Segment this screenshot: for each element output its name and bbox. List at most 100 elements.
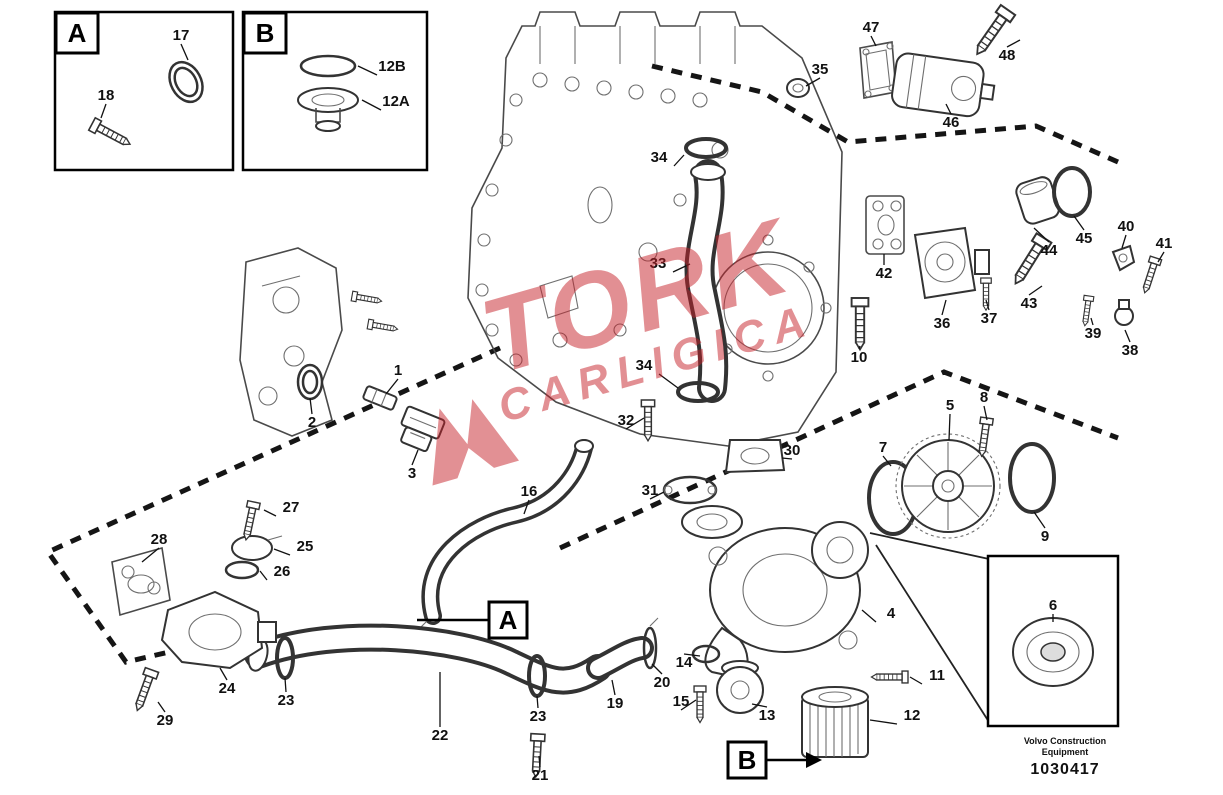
- part-label-34: 34: [651, 149, 668, 166]
- cover-plate-28: [111, 546, 171, 617]
- part-label-31: 31: [642, 482, 659, 499]
- leader-line-part-12B: [357, 65, 378, 76]
- part-label-23: 23: [530, 708, 547, 725]
- part-label-28: 28: [151, 531, 168, 548]
- part-label-42: 42: [876, 265, 893, 282]
- part-label-12A: 12A: [382, 93, 410, 110]
- part-label-33: 33: [650, 255, 667, 272]
- inset-box-a: [53, 10, 235, 172]
- part-label-9: 9: [1041, 528, 1049, 545]
- oring-17: [168, 60, 204, 104]
- part-label-41: 41: [1156, 235, 1173, 252]
- inset-letter-b: B: [242, 11, 288, 55]
- leader-line-part-24: [219, 667, 228, 681]
- oring-34-bottom: [676, 381, 720, 403]
- assembly-dashed-lines: [44, 63, 1120, 665]
- oring-9: [1008, 442, 1056, 514]
- bolt-29: [129, 666, 160, 714]
- leader-line-part-37: [985, 299, 990, 311]
- fitting-30: [724, 439, 786, 474]
- leader-line-part-32: [625, 417, 645, 430]
- oring-2: [296, 363, 324, 401]
- leader-line-part-41: [1157, 251, 1165, 263]
- oring-34-top: [684, 137, 728, 159]
- part-label-8: 8: [980, 389, 988, 406]
- leader-line-part-9: [1033, 511, 1046, 529]
- leader-line-part-38: [1124, 329, 1131, 343]
- oring-45: [1052, 166, 1092, 218]
- pipe-22: [244, 623, 612, 695]
- bolt-37: [980, 277, 992, 311]
- part-label-39: 39: [1085, 325, 1102, 342]
- footer-brand-line2: Equipment: [1041, 746, 1089, 757]
- part-label-38: 38: [1122, 342, 1139, 359]
- leader-line-part-25: [273, 548, 291, 556]
- part-label-34: 34: [636, 357, 653, 374]
- svg-text:B: B: [738, 745, 757, 775]
- leader-line-part-17: [180, 43, 189, 61]
- pump-housing-36: [913, 226, 990, 300]
- leader-line-part-12A: [361, 99, 382, 111]
- bolt-27: [239, 499, 261, 542]
- clip-40: [1111, 244, 1136, 272]
- leader-line-part-45: [1073, 215, 1085, 231]
- part-label-6: 6: [1049, 597, 1057, 614]
- gasket-47: [859, 41, 897, 99]
- part-label-3: 3: [408, 465, 416, 482]
- leader-line-part-15: [680, 699, 697, 711]
- oring-14: [691, 644, 721, 664]
- leader-line-part-31: [649, 491, 665, 500]
- part-label-18: 18: [98, 87, 115, 104]
- water-pipe-33: [676, 137, 729, 403]
- leader-line-part-29: [157, 701, 166, 713]
- part-label-43: 43: [1021, 295, 1038, 312]
- seal-6: [1012, 617, 1094, 687]
- plug-38: [1114, 299, 1134, 326]
- leader-line-part-21: [538, 755, 541, 768]
- callout-marker-a: A: [417, 600, 529, 640]
- leader-line-part-28: [141, 547, 160, 563]
- part-label-44: 44: [1041, 242, 1058, 259]
- leader-line-part-27: [263, 509, 277, 517]
- leader-line-part-46: [945, 103, 952, 115]
- leader-line-part-39: [1090, 317, 1094, 326]
- part6-zoom: [869, 532, 1120, 728]
- pump-inlet-flange: [681, 505, 743, 539]
- top-right-cluster: [786, 3, 1163, 328]
- part-number: 1030417: [1030, 760, 1100, 778]
- part-label-15: 15: [673, 693, 690, 710]
- leader-line-part-14: [683, 653, 701, 657]
- part-label-47: 47: [863, 19, 880, 36]
- part-label-11: 11: [929, 667, 945, 684]
- part-label-23: 23: [278, 692, 295, 709]
- leader-line-part-1: [385, 378, 399, 395]
- oring-26: [224, 560, 260, 580]
- leader-line-part-4: [861, 609, 877, 623]
- bolt-11: [870, 670, 909, 684]
- leader-line-part-34: [658, 373, 679, 389]
- leader-line-part-34: [673, 154, 685, 167]
- part-label-16: 16: [521, 483, 538, 500]
- svg-text:B: B: [256, 18, 275, 48]
- oring-12b: [299, 54, 357, 78]
- leader-line-part-44: [1033, 227, 1050, 243]
- leader-line-part-5: [948, 413, 951, 441]
- part-label-21: 21: [532, 767, 549, 784]
- part-label-1: 1: [394, 362, 402, 379]
- part-label-48: 48: [999, 47, 1016, 64]
- part-label-25: 25: [297, 538, 314, 555]
- callout-marker-b: B: [726, 740, 822, 780]
- part-label-45: 45: [1076, 230, 1093, 247]
- gasket-31: [662, 475, 718, 505]
- part-label-24: 24: [219, 680, 236, 697]
- part-label-10: 10: [851, 349, 868, 366]
- inset-letter-a: A: [54, 11, 100, 55]
- thermostat-12a: [297, 87, 359, 132]
- thermostat-13: [716, 660, 764, 714]
- part-label-36: 36: [934, 315, 951, 332]
- oil-filter-12: [801, 686, 869, 758]
- part-label-2: 2: [308, 414, 316, 431]
